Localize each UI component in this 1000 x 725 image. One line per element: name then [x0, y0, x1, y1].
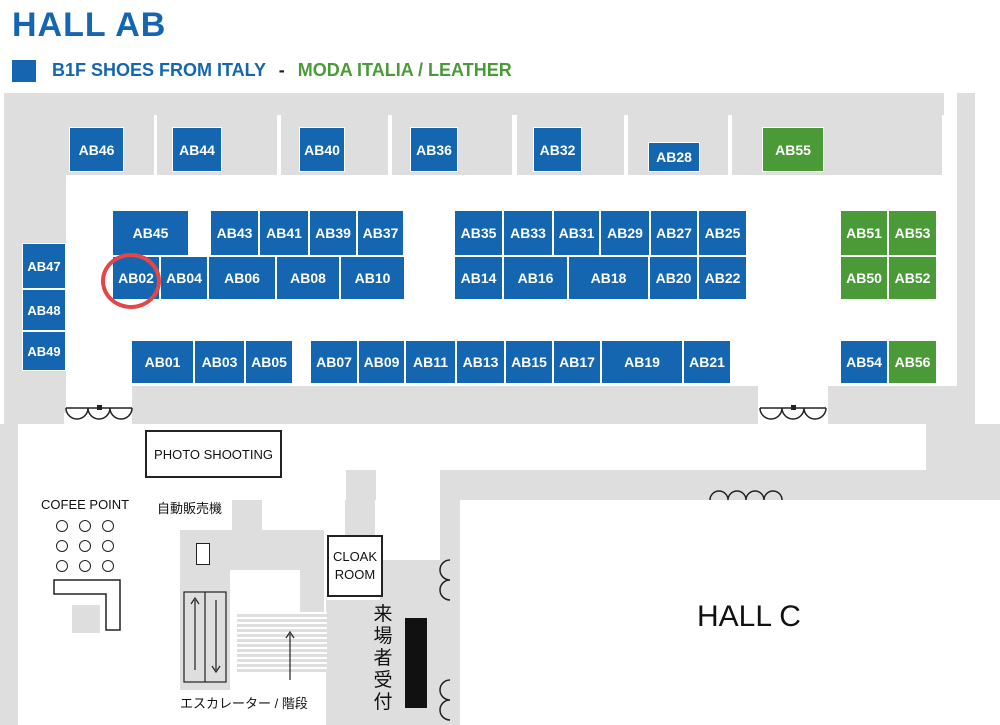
booth-ab51[interactable]: AB51 [840, 210, 888, 256]
legend-swatch-blue [12, 60, 36, 82]
legend-separator: - [278, 60, 285, 80]
booth-ab45[interactable]: AB45 [112, 210, 189, 256]
booth-ab35[interactable]: AB35 [454, 210, 503, 256]
booth-ab09[interactable]: AB09 [358, 340, 405, 384]
map-title: HALL AB [12, 6, 167, 44]
coffee-seat-icon [56, 520, 68, 532]
booth-ab52[interactable]: AB52 [888, 256, 937, 300]
cloak-label-1: CLOAK [332, 549, 378, 564]
booth-ab37[interactable]: AB37 [357, 210, 404, 256]
booth-ab40[interactable]: AB40 [299, 127, 345, 172]
booth-ab22[interactable]: AB22 [698, 256, 747, 300]
vending-machine-icon [196, 543, 210, 565]
booth-ab14[interactable]: AB14 [454, 256, 503, 300]
booth-ab54[interactable]: AB54 [840, 340, 888, 384]
booth-ab15[interactable]: AB15 [505, 340, 553, 384]
coffee-point-label: COFEE POINT [41, 497, 130, 512]
booth-ab02[interactable]: AB02 [112, 256, 160, 300]
booth-ab49[interactable]: AB49 [22, 331, 66, 371]
booth-ab39[interactable]: AB39 [309, 210, 357, 256]
legend: B1F SHOES FROM ITALY - MODA ITALIA / LEA… [52, 60, 512, 81]
coffee-seat-icon [102, 560, 114, 572]
booth-ab05[interactable]: AB05 [245, 340, 293, 384]
coffee-seat-icon [56, 540, 68, 552]
booth-ab29[interactable]: AB29 [600, 210, 650, 256]
booth-ab03[interactable]: AB03 [194, 340, 245, 384]
booth-ab08[interactable]: AB08 [276, 256, 340, 300]
vending-label: 自動販売機 [157, 501, 223, 516]
booth-ab04[interactable]: AB04 [160, 256, 208, 300]
booth-ab47[interactable]: AB47 [22, 243, 66, 289]
booth-ab11[interactable]: AB11 [405, 340, 456, 384]
coffee-seat-icon [79, 560, 91, 572]
coffee-seat-icon [79, 540, 91, 552]
cloak-room[interactable]: CLOAK ROOM [327, 535, 383, 597]
booth-ab33[interactable]: AB33 [503, 210, 553, 256]
booth-ab53[interactable]: AB53 [888, 210, 937, 256]
booth-ab56[interactable]: AB56 [888, 340, 937, 384]
photo-shooting-area[interactable]: PHOTO SHOOTING [145, 430, 282, 478]
booth-ab31[interactable]: AB31 [553, 210, 600, 256]
booth-ab16[interactable]: AB16 [503, 256, 568, 300]
booth-ab13[interactable]: AB13 [456, 340, 505, 384]
booth-ab46[interactable]: AB46 [69, 127, 124, 172]
booth-ab28[interactable]: AB28 [648, 142, 700, 172]
booth-ab27[interactable]: AB27 [650, 210, 698, 256]
booth-ab21[interactable]: AB21 [683, 340, 731, 384]
booth-ab06[interactable]: AB06 [208, 256, 276, 300]
reception-desk [405, 618, 427, 708]
coffee-seat-icon [102, 540, 114, 552]
coffee-seat-icon [56, 560, 68, 572]
booth-ab25[interactable]: AB25 [698, 210, 747, 256]
booth-ab10[interactable]: AB10 [340, 256, 405, 300]
booth-ab44[interactable]: AB44 [172, 127, 222, 172]
booth-ab17[interactable]: AB17 [553, 340, 601, 384]
booth-ab07[interactable]: AB07 [310, 340, 358, 384]
reception-label: 来場者受付 [373, 604, 393, 713]
booth-ab55[interactable]: AB55 [762, 127, 824, 172]
legend-floor-label: B1F SHOES FROM ITALY [52, 60, 266, 80]
hall-c-area [460, 500, 1000, 725]
coffee-seat-icon [79, 520, 91, 532]
booth-ab20[interactable]: AB20 [649, 256, 698, 300]
booth-ab01[interactable]: AB01 [131, 340, 194, 384]
legend-green-label: MODA ITALIA / LEATHER [297, 60, 512, 80]
booth-ab50[interactable]: AB50 [840, 256, 888, 300]
booth-ab48[interactable]: AB48 [22, 289, 66, 331]
coffee-seat-icon [102, 520, 114, 532]
booth-ab18[interactable]: AB18 [568, 256, 649, 300]
booth-ab19[interactable]: AB19 [601, 340, 683, 384]
hall-c-label: HALL C [697, 600, 801, 633]
booth-ab32[interactable]: AB32 [533, 127, 582, 172]
escalator-stairs-label: エスカレーター / 階段 [180, 696, 308, 711]
booth-ab43[interactable]: AB43 [210, 210, 259, 256]
cloak-label-2: ROOM [334, 567, 376, 582]
booth-ab41[interactable]: AB41 [259, 210, 309, 256]
booth-ab36[interactable]: AB36 [410, 127, 458, 172]
